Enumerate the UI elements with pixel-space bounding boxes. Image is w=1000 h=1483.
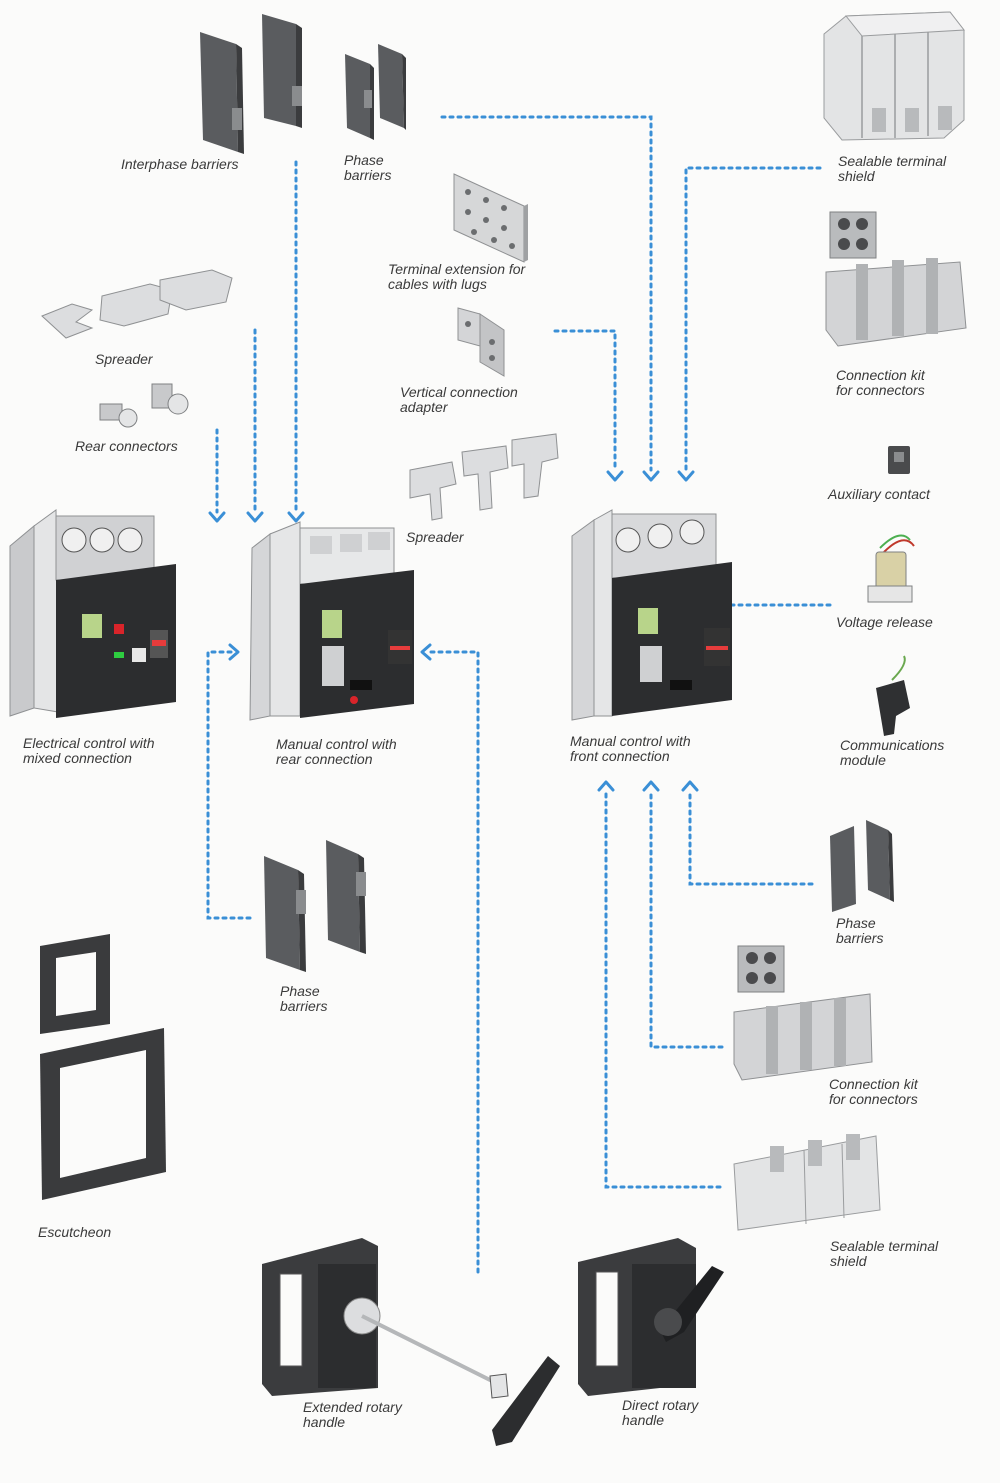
- label-interphase-barriers: Interphase barriers: [121, 156, 239, 172]
- device-manual-front-illustration: [571, 509, 732, 721]
- extended-rotary-handle-illustration: [262, 1238, 560, 1446]
- label-phase-barriers-left: Phase barriers: [280, 983, 328, 1014]
- spreader-left-illustration: [41, 269, 233, 339]
- connector-connection-kit-bottom: [649, 788, 724, 1049]
- label-extended-rotary-handle: Extended rotary handle: [303, 1399, 402, 1430]
- label-sealable-terminal-shield-bottom: Sealable terminal shield: [830, 1238, 939, 1269]
- arrowhead: [677, 470, 695, 482]
- voltage-release-illustration: [867, 534, 915, 603]
- connection-kit-bottom-illustration: [733, 945, 873, 1081]
- label-auxiliary-contact: Auxiliary contact: [828, 486, 930, 502]
- label-manual-rear: Manual control with rear connection: [276, 736, 397, 767]
- label-phase-barriers-top: Phase barriers: [344, 152, 392, 183]
- interphase-barriers-illustration: [200, 14, 302, 154]
- arrowhead: [681, 780, 699, 792]
- label-spreader-center: Spreader: [406, 529, 464, 545]
- arrowhead: [228, 643, 240, 661]
- label-spreader-left: Spreader: [95, 351, 153, 367]
- connector-phase-barriers-right: [688, 788, 814, 886]
- arrowhead: [287, 511, 305, 523]
- connector-vertical-adapter: [553, 329, 617, 472]
- sealable-terminal-shield-bottom-illustration: [733, 1134, 881, 1231]
- connector-extended-handle: [426, 650, 480, 1274]
- label-direct-rotary-handle: Direct rotary handle: [622, 1397, 699, 1428]
- label-manual-front: Manual control with front connection: [570, 733, 691, 764]
- phase-barriers-top-illustration: [345, 44, 406, 140]
- label-rear-connectors: Rear connectors: [75, 438, 178, 454]
- phase-barriers-right-illustration: [830, 820, 894, 912]
- arrowhead: [597, 780, 615, 792]
- label-connection-kit-top: Connection kit for connectors: [836, 367, 925, 398]
- phase-barriers-left-illustration: [264, 840, 366, 972]
- arrowhead: [642, 780, 660, 792]
- sealable-terminal-shield-top-illustration: [823, 11, 965, 141]
- terminal-extension-illustration: [453, 173, 528, 263]
- label-phase-barriers-right: Phase barriers: [836, 915, 884, 946]
- connector-phase-barriers-left: [206, 650, 252, 920]
- connector-phase-barriers-top: [440, 115, 653, 472]
- label-terminal-extension: Terminal extension for cables with lugs: [388, 261, 526, 292]
- arrowhead: [420, 643, 432, 661]
- spreader-center-illustration: [409, 433, 559, 521]
- arrowhead: [246, 511, 264, 523]
- connector-terminal-shield-bottom: [604, 788, 722, 1189]
- direct-rotary-handle-illustration: [578, 1238, 724, 1396]
- label-connection-kit-bottom: Connection kit for connectors: [829, 1076, 918, 1107]
- label-communications-module: Communications module: [840, 737, 945, 768]
- arrowhead: [208, 511, 226, 523]
- arrowhead: [606, 470, 624, 482]
- connection-kit-top-illustration: [825, 211, 967, 347]
- label-vertical-adapter: Vertical connection adapter: [400, 384, 518, 415]
- label-electrical-control: Electrical control with mixed connection: [23, 735, 155, 766]
- label-escutcheon: Escutcheon: [38, 1224, 112, 1240]
- label-sealable-terminal-shield-top: Sealable terminal shield: [838, 153, 947, 184]
- rear-connectors-illustration: [99, 383, 189, 428]
- escutcheon-illustration: [40, 934, 166, 1200]
- device-electrical-control-illustration: [9, 509, 176, 718]
- communications-module-illustration: [876, 655, 910, 736]
- vertical-adapter-illustration: [457, 307, 505, 377]
- label-voltage-release: Voltage release: [836, 614, 933, 630]
- device-manual-rear-illustration: [249, 521, 414, 721]
- auxiliary-contact-illustration: [888, 446, 910, 474]
- arrowhead: [642, 470, 660, 482]
- connector-terminal-shield-top: [684, 166, 822, 472]
